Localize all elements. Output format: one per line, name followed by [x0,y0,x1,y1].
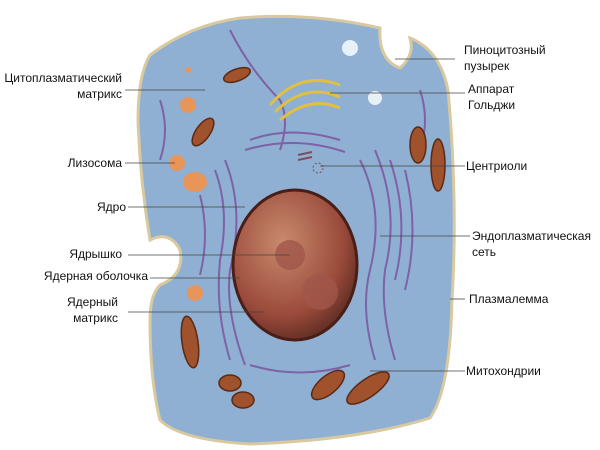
label-nucleolus: Ядрышко [69,247,122,261]
mitochondria [180,66,446,409]
golgi-apparatus [268,79,341,122]
label-centrioles: Центриоли [466,159,528,173]
centrioles [297,151,313,161]
pinocytic-vesicles [342,40,382,105]
label-nuclear-envelope: Ядерная оболочка [43,269,148,283]
leader-lines [125,58,470,372]
lysosomes [169,67,207,301]
label-nucleus: Ядро [96,200,126,214]
endoplasmic-reticulum [159,29,426,374]
label-lysosome: Лизосома [67,156,122,170]
label-plasmalemma: Плазмалемма [469,292,549,306]
label-mitochondria: Митохондрии [466,364,541,378]
